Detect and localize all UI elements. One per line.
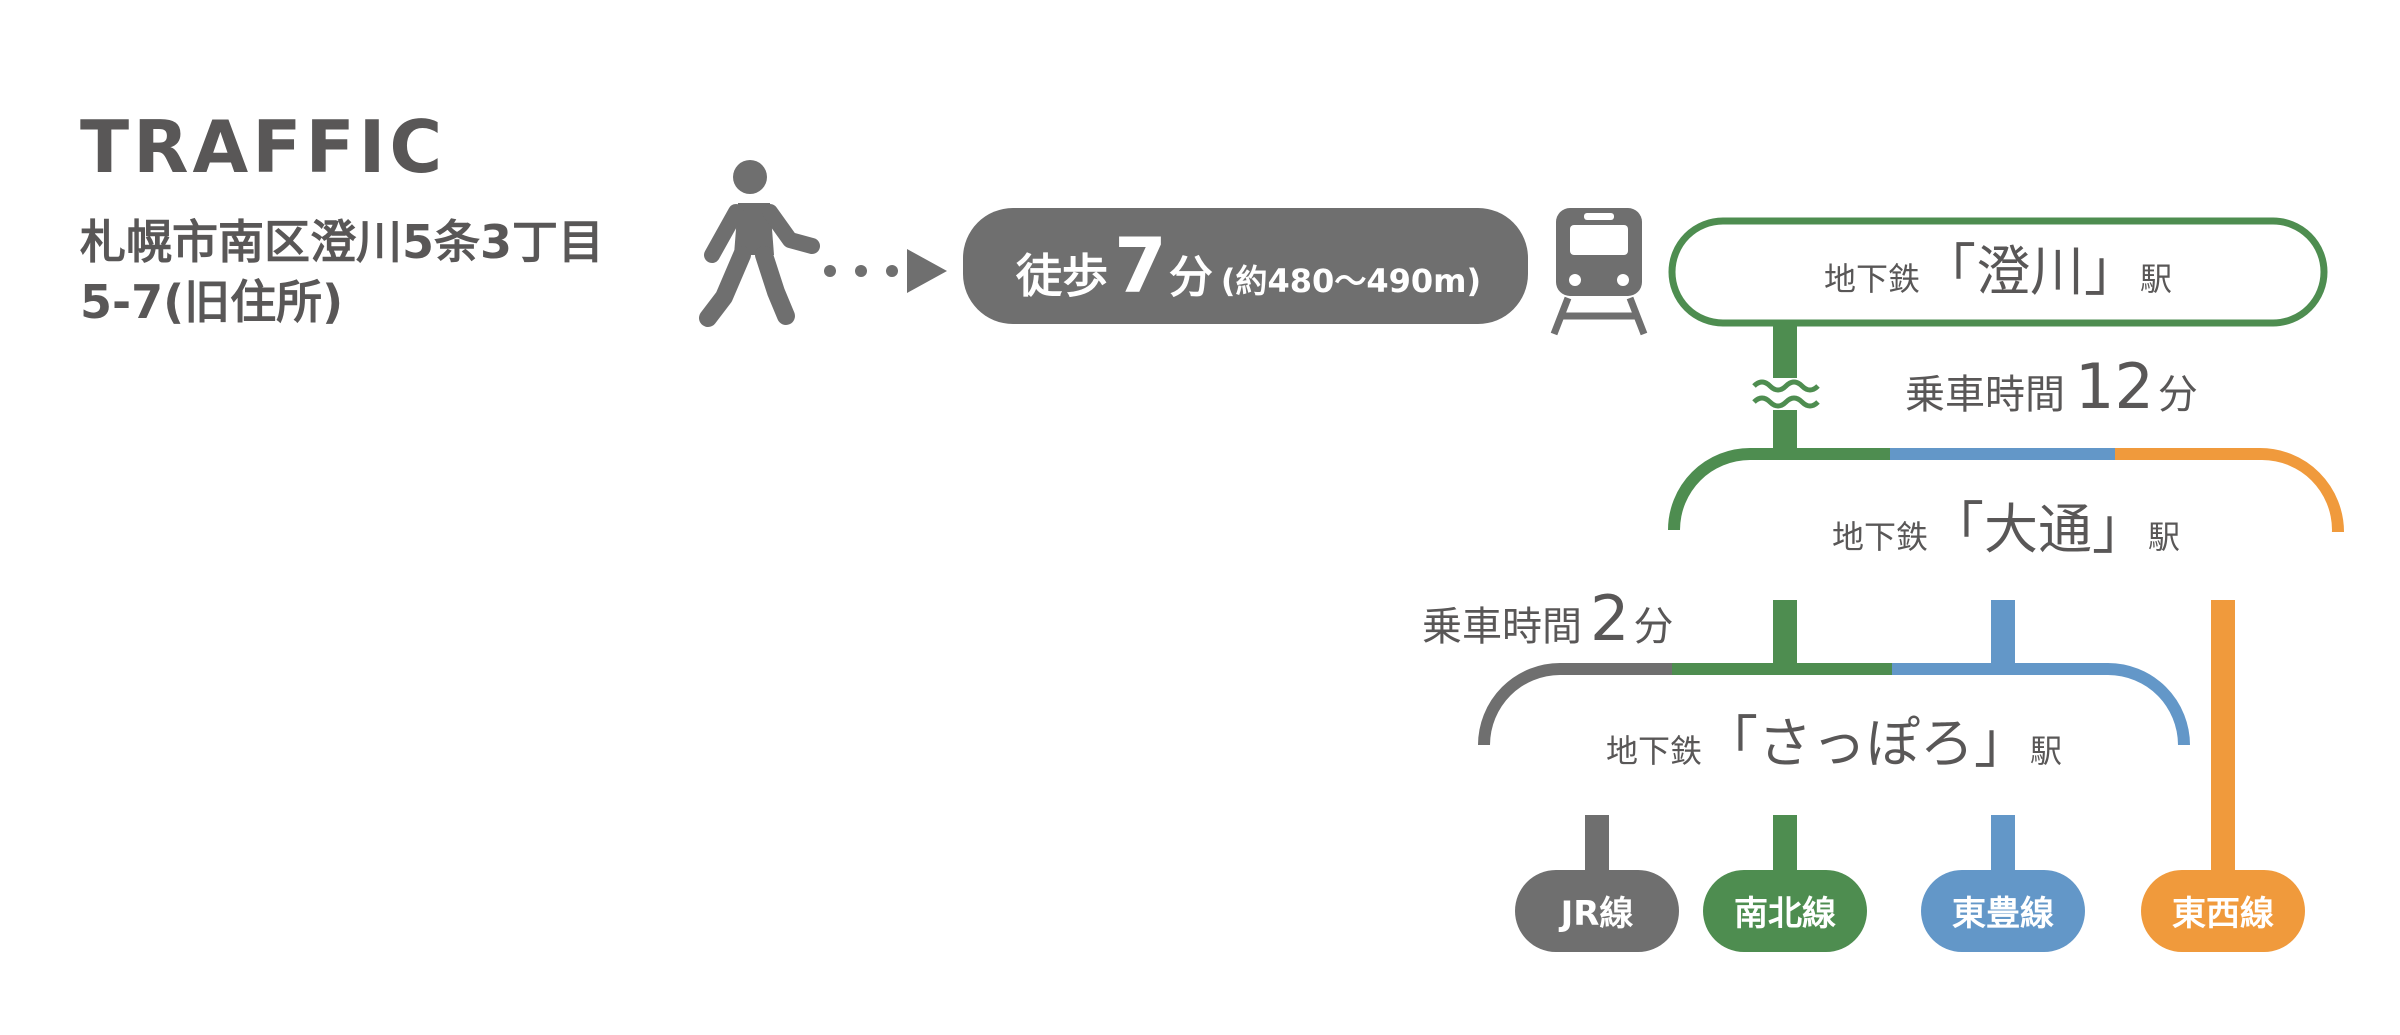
station-sumikawa-pill (1668, 217, 2328, 327)
line-badge-tozai (2141, 870, 2305, 952)
line-badge-jr (1515, 870, 1679, 952)
train-icon (1550, 208, 1648, 336)
station-sapporo-label: 地下鉄「さっぽろ」駅 (1606, 711, 2062, 776)
walk-time-pill (963, 208, 1528, 324)
station-sapporo-pill (1490, 675, 2178, 815)
distance-break-icon (1752, 378, 1820, 410)
station-sumikawa-label: 地下鉄「澄川」駅 (1824, 239, 2172, 304)
line-badge-jr-label: JR線 (1559, 894, 1634, 934)
station-odori-label: 地下鉄「大通」駅 (1832, 497, 2180, 562)
station-odori-pill (1680, 460, 2332, 600)
line-badge-tozai-label: 東西線 (2172, 894, 2274, 934)
walk-direction-arrow (824, 249, 947, 293)
walking-person-icon (699, 160, 820, 327)
line-badge-nanboku-label: 南北線 (1734, 894, 1836, 934)
walk-time-label: 徒歩7分(約480〜490m) (1015, 221, 1481, 310)
section-title: TRAFFIC (80, 105, 446, 189)
line-badge-toho-label: 東豊線 (1952, 894, 2054, 934)
line-badge-toho (1921, 870, 2085, 952)
line-badge-nanboku (1703, 870, 1867, 952)
address-line-1: 札幌市南区澄川5条3丁目 (80, 215, 604, 269)
address-line-2: 5-7(旧住所) (80, 275, 343, 329)
